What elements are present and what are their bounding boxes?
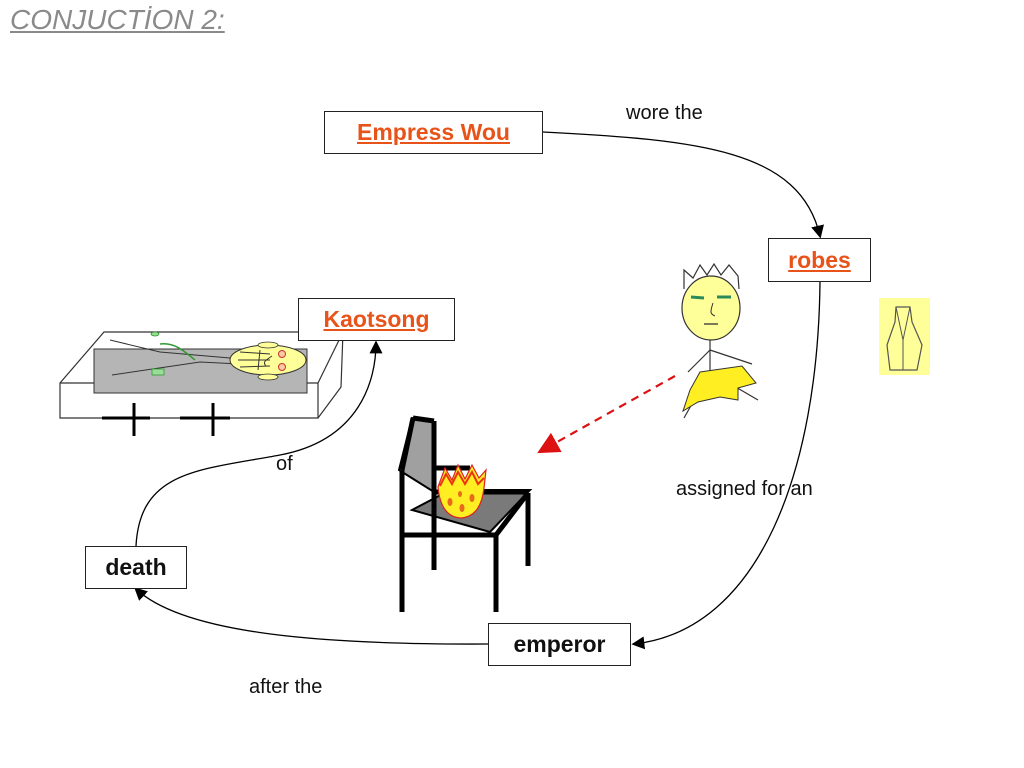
emperor-label: emperor [513,631,606,657]
coffin-icon [59,331,344,436]
dashed-arrow-figure-to-throne [537,375,676,454]
node-empress-wou[interactable]: Empress Wou [324,111,543,154]
node-kaotsong[interactable]: Kaotsong [298,298,455,341]
empress-wou-link[interactable]: Empress Wou [357,119,510,145]
arrow-emperor-to-death [134,587,489,645]
node-death: death [85,546,187,589]
node-emperor: emperor [488,623,631,666]
crowned-figure-icon [681,262,759,419]
node-robes[interactable]: robes [768,238,871,282]
arrow-robes-to-emperor [631,281,821,650]
connector-label-of: of [276,453,293,475]
connector-label-assigned: assigned for an [676,478,813,500]
arrow-death-to-kaotsong [135,340,383,547]
throne-icon [397,415,533,612]
connector-label-after: after the [249,676,323,698]
slide-title: CONJUCTİON 2: [10,4,225,35]
death-label: death [105,554,167,580]
arrow-empress-to-robes [542,131,824,239]
kaotsong-link[interactable]: Kaotsong [323,306,430,332]
connector-label-wore: wore the [626,102,703,124]
robes-link[interactable]: robes [788,246,851,273]
robe-icon [879,298,930,375]
